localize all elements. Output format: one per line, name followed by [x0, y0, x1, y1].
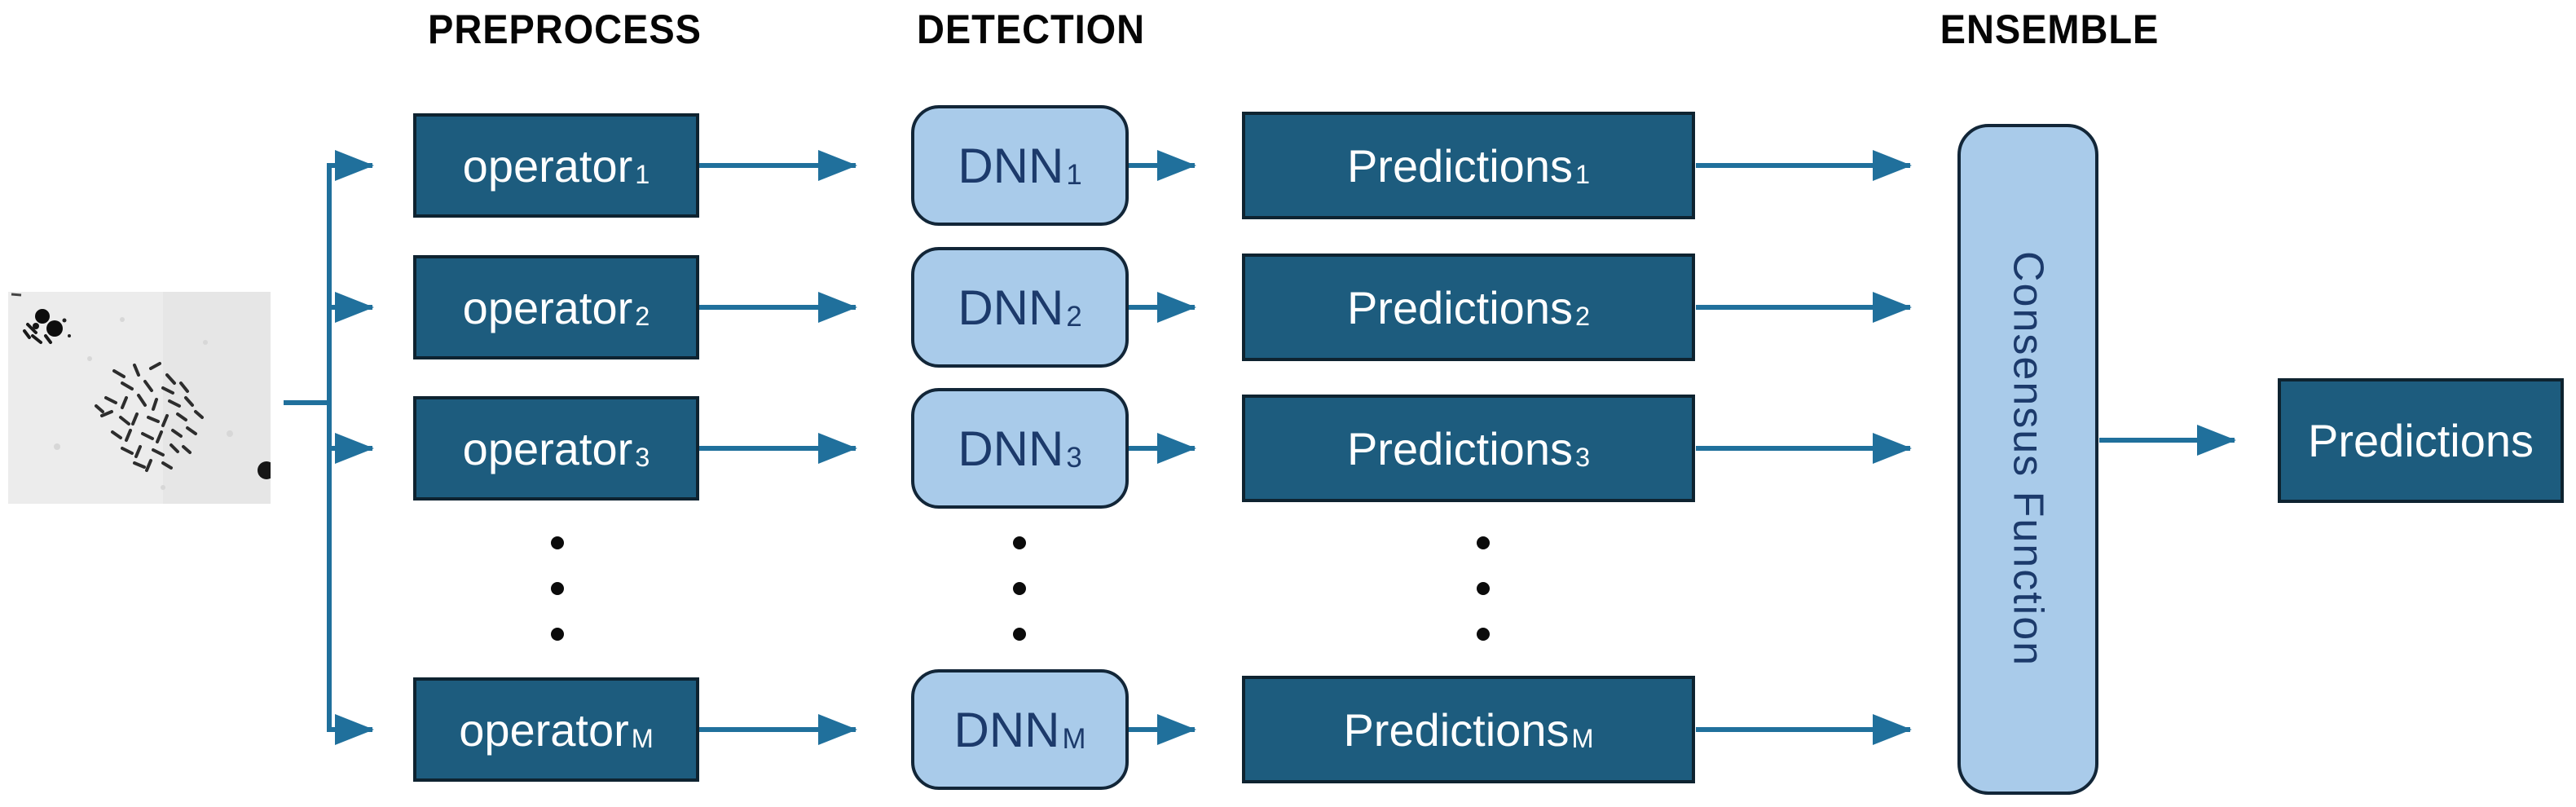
- dnn-2-label: DNN: [958, 280, 1064, 335]
- dnn-1-label: DNN: [958, 138, 1064, 193]
- operator-2-label: operator: [462, 281, 633, 333]
- ellipsis-dots-predictions: [1477, 536, 1490, 641]
- predictions-1-subscript: 1: [1574, 159, 1591, 189]
- dnn-m-subscript: M: [1062, 722, 1086, 755]
- operator-1-label: operator: [462, 139, 633, 192]
- predictions-2-label: Predictions: [1346, 281, 1573, 333]
- operator-3-subscript: 3: [635, 442, 650, 472]
- output-predictions-label: Predictions: [2307, 415, 2534, 466]
- operator-m-label: operator: [459, 703, 629, 756]
- predictions-2-subscript: 2: [1574, 301, 1591, 331]
- predictions-3-subscript: 3: [1574, 442, 1591, 472]
- dnn-1-subscript: 1: [1066, 158, 1082, 191]
- consensus-function-label: Consensus Function: [2004, 251, 2052, 668]
- chromosome-spread: [95, 362, 204, 472]
- operator-1-subscript: 1: [635, 159, 650, 189]
- operator-3-label: operator: [462, 422, 633, 474]
- dnn-2-subscript: 2: [1066, 300, 1082, 333]
- stain-blob: [11, 293, 71, 344]
- consensus-function-box: Consensus Function: [1957, 124, 2098, 795]
- ellipsis-dots-preprocess: [551, 536, 564, 641]
- header-detection: DETECTION: [916, 7, 1146, 52]
- dnn-3-subscript: 3: [1066, 441, 1082, 474]
- micrograph-dark-dot: [258, 461, 271, 479]
- predictions-m-label: Predictions: [1343, 703, 1570, 756]
- header-ensemble: ENSEMBLE: [1940, 7, 2160, 52]
- predictions-m-subscript: M: [1571, 723, 1594, 753]
- ellipsis-dots-detection: [1013, 536, 1026, 641]
- predictions-1-label: Predictions: [1346, 139, 1573, 192]
- dnn-m-label: DNN: [953, 702, 1060, 757]
- operator-m-subscript: M: [631, 723, 654, 753]
- dnn-3-label: DNN: [958, 421, 1064, 476]
- output-predictions-box: Predictions: [2278, 378, 2564, 503]
- header-preprocess: PREPROCESS: [428, 7, 702, 52]
- predictions-3-label: Predictions: [1346, 422, 1573, 474]
- operator-2-subscript: 2: [635, 301, 650, 331]
